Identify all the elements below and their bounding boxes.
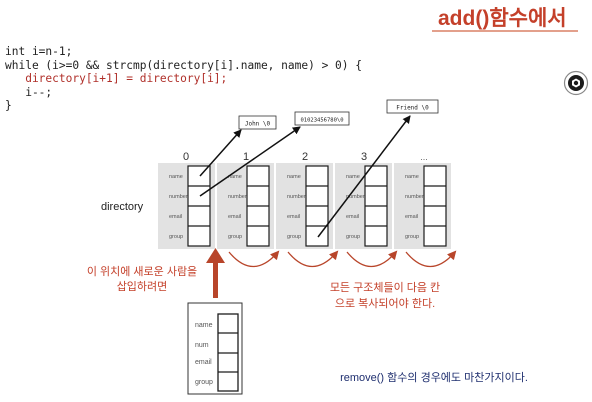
field-label: group — [169, 234, 183, 240]
struct-cell-2: name number email group — [276, 163, 333, 249]
struct-cell-3: name number email group — [335, 163, 392, 249]
field-label: name — [195, 322, 213, 329]
field-label: name — [287, 174, 301, 180]
code-block: int i=n-1; while (i>=0 && strcmp(directo… — [5, 45, 362, 113]
field-label: email — [195, 359, 212, 366]
field-label: email — [169, 214, 182, 220]
struct-cell-0: name number email group — [158, 163, 215, 249]
field-label: email — [228, 214, 241, 220]
string-box-phone: 01023456780\0 — [294, 111, 350, 126]
string-text: 01023456780\0 — [300, 118, 343, 124]
field-label: name — [228, 174, 242, 180]
title-underline — [432, 30, 578, 32]
string-box-friend: Friend \0 — [386, 99, 439, 114]
code-line-highlight: directory[i+1] = directory[i]; — [5, 72, 228, 85]
field-label: num — [195, 342, 209, 349]
field-label: group — [228, 234, 242, 240]
code-line: int i=n-1; — [5, 45, 73, 58]
field-label: group — [405, 234, 419, 240]
code-line: } — [5, 99, 12, 112]
field-label: number — [228, 194, 247, 200]
field-label: number — [346, 194, 365, 200]
new-struct: name num email group — [187, 302, 243, 395]
field-label: name — [169, 174, 183, 180]
copy-arrow — [405, 250, 457, 267]
copy-note-line: 모든 구조체들이 다음 칸 — [330, 281, 440, 294]
copy-arrow — [287, 250, 339, 267]
gear-icon[interactable] — [563, 70, 589, 96]
string-box-john: John \0 — [238, 115, 277, 130]
field-label: group — [195, 379, 213, 386]
remove-note: remove() 함수의 경우에도 마찬가지이다. — [340, 370, 528, 384]
string-text: Friend \0 — [396, 105, 429, 112]
struct-cell-4: name number email group — [394, 163, 451, 249]
index-label: 1 — [243, 151, 249, 163]
struct-cell-1: name number email group — [217, 163, 274, 249]
insert-note-line: 삽입하려면 — [117, 279, 168, 293]
index-label: 3 — [361, 151, 367, 163]
field-label: email — [405, 214, 418, 220]
field-label: group — [346, 234, 360, 240]
field-label: name — [405, 174, 419, 180]
string-text: John \0 — [245, 121, 271, 128]
slide-title: add()함수에서 — [438, 7, 567, 30]
field-label: email — [287, 214, 300, 220]
code-line: while (i>=0 && strcmp(directory[i].name,… — [5, 58, 362, 72]
pointer-arrow — [317, 115, 411, 238]
index-label: 2 — [302, 151, 308, 163]
field-label: group — [287, 234, 301, 240]
insert-note-line: 이 위치에 새로운 사람을 — [87, 265, 197, 278]
field-label: name — [346, 174, 360, 180]
field-label: email — [346, 214, 359, 220]
field-label: number — [405, 194, 424, 200]
field-label: number — [287, 194, 306, 200]
field-label: number — [169, 194, 188, 200]
code-line: i--; — [5, 85, 53, 99]
array-label: directory — [101, 201, 144, 213]
insert-arrow — [206, 248, 225, 298]
copy-arrow — [346, 250, 398, 267]
pointer-arrow — [199, 129, 242, 177]
index-label: ... — [420, 152, 428, 162]
copy-arrow — [228, 250, 280, 267]
index-label: 0 — [183, 151, 189, 163]
pointer-arrow — [199, 126, 301, 197]
copy-note-line: 으로 복사되어야 한다. — [335, 297, 435, 310]
